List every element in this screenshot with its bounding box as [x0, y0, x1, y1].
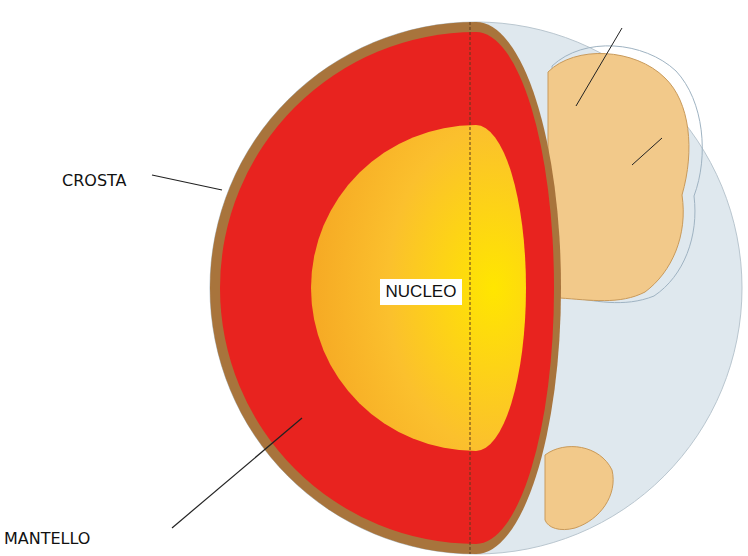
- core-layer: [311, 125, 526, 451]
- mantle-layer: [220, 32, 554, 544]
- continent: [545, 447, 613, 530]
- leader-line: [632, 138, 662, 165]
- layer-label: MANTELLO: [4, 530, 90, 548]
- crust-layer: [210, 22, 561, 554]
- leader-line: [576, 28, 622, 106]
- globe-ocean: [210, 22, 742, 554]
- leader-line: [152, 175, 222, 190]
- leader-line: [172, 418, 302, 528]
- layer-label: NUCLEO: [380, 279, 463, 305]
- continent: [548, 53, 689, 300]
- layer-label: CROSTA: [62, 172, 127, 190]
- axis-line: [470, 22, 471, 554]
